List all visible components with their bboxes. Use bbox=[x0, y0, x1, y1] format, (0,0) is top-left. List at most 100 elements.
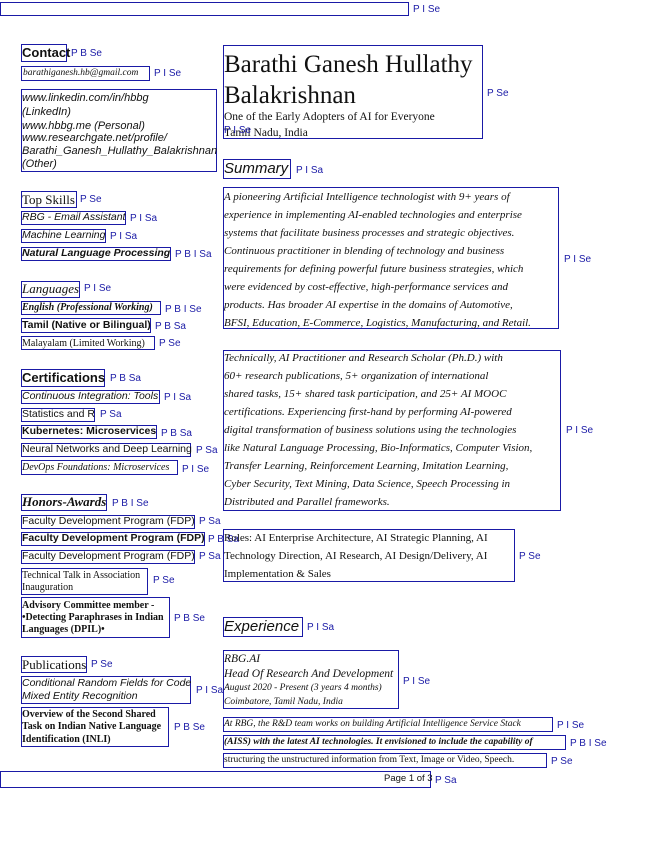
honor-committee: Advisory Committee member - bbox=[22, 600, 155, 611]
candidate-name: Balakrishnan bbox=[224, 82, 356, 109]
tag: P Sa bbox=[199, 551, 221, 562]
link-label: (Other) bbox=[22, 158, 57, 170]
skill-item: RBG - Email Assistant bbox=[22, 211, 126, 223]
tag: P I Sa bbox=[307, 622, 335, 633]
honor-box bbox=[21, 550, 195, 564]
candidate-name: Barathi Ganesh Hullathy bbox=[224, 51, 473, 78]
tag: P B I Se bbox=[570, 738, 607, 749]
contact-heading-box bbox=[21, 44, 67, 62]
experience-heading: Experience bbox=[224, 618, 300, 635]
footer-bar bbox=[0, 771, 431, 788]
summary-paragraph: A pioneering Artificial Intelligence tec… bbox=[224, 191, 531, 329]
link-personal[interactable]: www.hbbg.me (Personal) bbox=[22, 120, 145, 132]
email-box bbox=[21, 66, 150, 81]
tag: P Se bbox=[80, 194, 102, 205]
language-item: English (Professional Working) bbox=[22, 302, 153, 313]
roles-paragraph: Roles: AI Enterprise Architecture, AI St… bbox=[224, 532, 488, 580]
page-number: Page 1 of 3 bbox=[384, 773, 433, 784]
link-researchgate-cont[interactable]: Barathi_Ganesh_Hullathy_Balakrishnan bbox=[22, 145, 218, 157]
summary-paragraph: Technically, AI Practitioner and Researc… bbox=[224, 352, 533, 508]
publication-item: Identification (INLI) bbox=[22, 734, 111, 745]
languages-heading: Languages bbox=[22, 281, 80, 296]
contact-email[interactable]: barathiganesh.hb@gmail.com bbox=[23, 68, 139, 78]
experience-desc-box bbox=[223, 735, 566, 750]
experience-desc: (AISS) with the latest AI technologies. … bbox=[224, 737, 533, 747]
tag: P Sa bbox=[435, 775, 457, 786]
summary-para-box bbox=[223, 350, 561, 511]
tag: P I Sa bbox=[196, 685, 224, 696]
cert-item: Neural Networks and Deep Learning bbox=[22, 443, 192, 455]
tag: P I Sa bbox=[296, 165, 324, 176]
tag: P B I Se bbox=[165, 304, 202, 315]
summary-heading-box bbox=[223, 159, 291, 179]
honor-item: Faculty Development Program (FDP) bbox=[22, 550, 195, 562]
publication-box bbox=[21, 707, 169, 747]
experience-desc-box bbox=[223, 753, 547, 768]
honor-item: Faculty Development Program (FDP) bbox=[22, 515, 195, 527]
honor-committee: •Detecting Paraphrases in Indian bbox=[22, 612, 164, 623]
cert-box bbox=[21, 460, 178, 475]
honor-talk: Technical Talk in Association bbox=[22, 570, 141, 581]
language-box bbox=[21, 301, 161, 315]
experience-desc: structuring the unstructured information… bbox=[224, 755, 515, 765]
honor-box bbox=[21, 515, 195, 529]
tag: P Se bbox=[153, 575, 175, 586]
skills-heading: Top Skills bbox=[22, 192, 75, 207]
experience-heading-box bbox=[223, 617, 303, 637]
skill-item: Machine Learning bbox=[22, 229, 106, 241]
cert-item: Continuous Integration: Tools bbox=[22, 390, 159, 402]
links-box bbox=[21, 89, 217, 172]
certifications-heading-box bbox=[21, 369, 105, 387]
tag: P Se bbox=[159, 338, 181, 349]
skill-box bbox=[21, 229, 106, 243]
job-dates: August 2020 - Present (3 years 4 months) bbox=[224, 683, 382, 693]
skill-box bbox=[21, 247, 171, 261]
honors-heading: Honors-Awards bbox=[22, 494, 107, 509]
tag: P B Se bbox=[174, 722, 205, 733]
cert-item: DevOps Foundations: Microservices bbox=[22, 462, 170, 473]
tag: P I Se bbox=[566, 425, 594, 436]
job-location: Coimbatore, Tamil Nadu, India bbox=[224, 697, 343, 707]
language-box bbox=[21, 318, 151, 333]
contact-heading: Contact bbox=[22, 45, 71, 60]
honor-committee: Languages (DPIL)• bbox=[22, 624, 105, 635]
location: Tamil Nadu, India bbox=[224, 127, 308, 139]
tagline: One of the Early Adopters of AI for Ever… bbox=[224, 111, 435, 123]
tag: P I Se bbox=[403, 676, 431, 687]
tag: P B Sa bbox=[155, 321, 186, 332]
tag: P B Se bbox=[71, 48, 102, 59]
tag: P Se bbox=[91, 659, 113, 670]
tag: P B Sa bbox=[161, 428, 192, 439]
tag: P Se bbox=[487, 88, 509, 99]
honor-item: Faculty Development Program (FDP) bbox=[22, 532, 205, 544]
skill-item: Natural Language Processing bbox=[22, 247, 171, 259]
tag: P Sa bbox=[100, 409, 122, 420]
tag: P I Se bbox=[182, 464, 210, 475]
summary-heading: Summary bbox=[224, 160, 289, 177]
job-title: Head Of Research And Development bbox=[224, 668, 394, 680]
tag: P B I Se bbox=[112, 498, 149, 509]
link-linkedin[interactable]: www.linkedin.com/in/hbbg bbox=[22, 92, 149, 104]
language-item: Tamil (Native or Bilingual) bbox=[22, 319, 151, 331]
tag: P I Se bbox=[154, 68, 182, 79]
link-researchgate[interactable]: www.researchgate.net/profile/ bbox=[22, 132, 167, 144]
tag: P I Se bbox=[84, 283, 112, 294]
tag: P B I Sa bbox=[175, 249, 212, 260]
tag: P I Se bbox=[564, 254, 592, 265]
skills-heading-box bbox=[21, 191, 77, 208]
header-box bbox=[223, 45, 483, 139]
languages-heading-box bbox=[21, 281, 80, 298]
tag: P B Sa bbox=[110, 373, 141, 384]
cert-item: Kubernetes: Microservices bbox=[22, 425, 157, 437]
cert-box bbox=[21, 408, 95, 422]
tag: P I Sa bbox=[130, 213, 158, 224]
honor-talk-box bbox=[21, 568, 148, 595]
company-name: RBG.AI bbox=[224, 653, 261, 665]
top-bar bbox=[0, 2, 409, 16]
experience-desc-box bbox=[223, 717, 553, 732]
cert-box bbox=[21, 425, 157, 439]
language-box bbox=[21, 336, 155, 350]
experience-desc: At RBG, the R&D team works on building A… bbox=[224, 719, 521, 729]
summary-para-box bbox=[223, 187, 559, 329]
honor-box bbox=[21, 532, 205, 546]
